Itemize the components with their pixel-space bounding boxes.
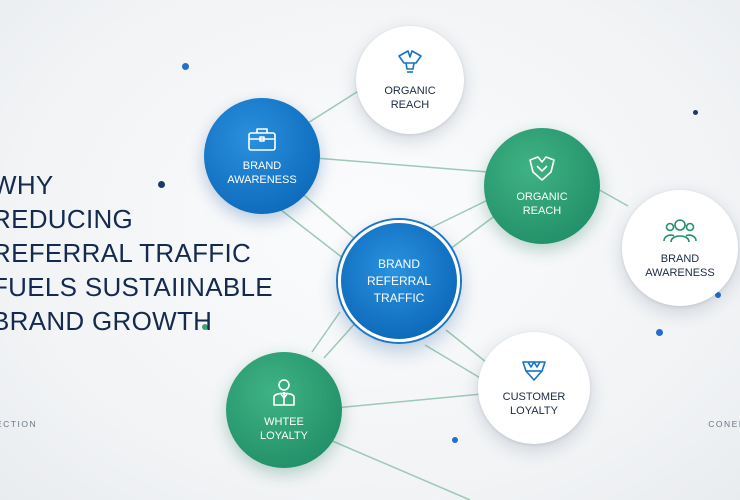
node-label-line: TRAFFIC [373, 290, 425, 305]
corner-label-left: ECTION [0, 419, 38, 429]
node-brand-referral-traffic[interactable]: BRAND REFERRAL TRAFFIC [338, 220, 460, 342]
connector-line [311, 311, 341, 353]
connector-line [441, 211, 501, 256]
node-label-line: BRAND [377, 256, 420, 271]
decorative-dot [715, 292, 721, 298]
corner-label-right: CONEP [708, 419, 740, 429]
node-brand-awareness-right[interactable]: BRAND AWARENESS [622, 190, 738, 306]
decorative-dot [452, 437, 458, 443]
connector-line [314, 157, 489, 173]
node-organic-reach-right[interactable]: ORGANIC REACH [484, 128, 600, 244]
people-icon [663, 219, 697, 243]
person-icon [273, 379, 295, 406]
connector-line [323, 319, 359, 359]
node-label-line: LOYALTY [260, 430, 308, 442]
decorative-dot [182, 63, 189, 70]
connector-line [329, 439, 471, 500]
node-label-line: BRAND [660, 253, 700, 265]
node-brand-awareness-left[interactable]: BRAND AWARENESS [204, 98, 320, 214]
node-organic-reach-top[interactable]: ORGANIC REACH [356, 26, 464, 134]
decorative-dot [158, 181, 165, 188]
lightbulb-icon [398, 50, 422, 73]
connector-line [297, 189, 363, 246]
connector-line [424, 344, 488, 383]
node-label-line: CUSTOMER [502, 391, 566, 403]
node-label-line: AWARENESS [645, 267, 715, 279]
headline-line: FUELS SUSTAIINABLE [0, 272, 273, 302]
connector-line [271, 202, 349, 263]
node-label-line: AWARENESS [227, 174, 297, 186]
headline-line: REDUCING [0, 204, 134, 234]
headline-line: BRAND GROWTH [0, 306, 213, 336]
node-label-line: ORGANIC [516, 191, 568, 203]
briefcase-icon [248, 128, 276, 151]
shield-icon [529, 156, 555, 181]
decorative-dot [693, 110, 698, 115]
headline-line: REFERRAL TRAFFIC [0, 238, 252, 268]
node-label-line: ORGANIC [384, 85, 436, 97]
headline: WHY REDUCING REFERRAL TRAFFIC FUELS SUST… [0, 168, 273, 338]
node-label-line: REFERRAL [366, 273, 431, 288]
node-label-line: BRAND [242, 160, 282, 172]
node-label-line: WHTEE [264, 416, 304, 428]
node-whtee-loyalty[interactable]: WHTEE LOYALTY [226, 352, 342, 468]
connector-line [334, 393, 483, 409]
decorative-dot [202, 324, 208, 330]
connector-line [595, 187, 629, 207]
headline-line: WHY [0, 170, 54, 200]
diamond-icon [522, 361, 546, 381]
node-label-line: REACH [522, 205, 562, 217]
node-label-line: REACH [390, 99, 430, 111]
node-label-line: LOYALTY [510, 405, 558, 417]
node-customer-loyalty[interactable]: CUSTOMER LOYALTY [478, 332, 590, 444]
decorative-dot [656, 329, 663, 336]
connector-line [445, 329, 487, 363]
